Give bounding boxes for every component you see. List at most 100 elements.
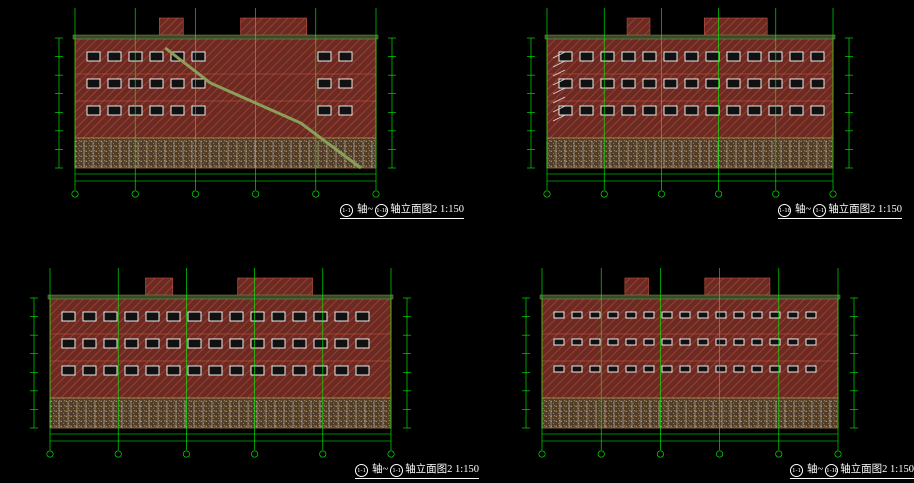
- window: [810, 105, 825, 116]
- window: [769, 311, 781, 319]
- window: [697, 338, 709, 346]
- title-joiner: 轴~: [807, 464, 824, 475]
- window: [579, 105, 594, 116]
- window: [82, 311, 97, 322]
- window: [229, 338, 244, 349]
- window: [733, 365, 745, 373]
- axis-bubble: [600, 190, 608, 198]
- window: [107, 78, 122, 89]
- title-underline: [790, 478, 914, 479]
- axis-bubble: [597, 450, 605, 458]
- axis-bubble: [251, 450, 259, 458]
- window: [61, 365, 76, 376]
- window: [166, 338, 181, 349]
- window: [769, 338, 781, 346]
- axis-bubble: [114, 450, 122, 458]
- window: [751, 338, 763, 346]
- window: [145, 365, 160, 376]
- window: [250, 365, 265, 376]
- window: [643, 338, 655, 346]
- window: [107, 51, 122, 62]
- window: [338, 51, 353, 62]
- window: [684, 105, 699, 116]
- title-text: 轴立面图2 1:150: [405, 464, 479, 475]
- stair-tread: [552, 78, 566, 86]
- window: [338, 78, 353, 89]
- window: [643, 311, 655, 319]
- axis-bubble: [71, 190, 79, 198]
- title-joiner: 轴~: [372, 464, 389, 475]
- window: [679, 365, 691, 373]
- window: [558, 51, 573, 62]
- window: [317, 51, 332, 62]
- window: [187, 338, 202, 349]
- axis-bubble: [775, 450, 783, 458]
- axis-bubble: [372, 190, 380, 198]
- window: [697, 365, 709, 373]
- window: [661, 311, 673, 319]
- axis-bubble: [543, 190, 551, 198]
- window: [810, 51, 825, 62]
- window: [250, 311, 265, 322]
- axis-tag-to: 1-18: [375, 204, 389, 217]
- elevation-drawing-1: [55, 8, 396, 198]
- axis-tag-to: 1-1: [813, 204, 827, 217]
- stair-tread: [552, 69, 566, 77]
- window: [82, 365, 97, 376]
- axis-tag-from: 1-1: [340, 204, 353, 217]
- window: [663, 51, 678, 62]
- window: [334, 338, 349, 349]
- window: [82, 338, 97, 349]
- window: [747, 78, 762, 89]
- window: [191, 78, 206, 89]
- window: [747, 51, 762, 62]
- axis-tag-to: 1-1: [390, 464, 404, 477]
- window: [355, 365, 370, 376]
- window: [208, 365, 223, 376]
- window: [338, 105, 353, 116]
- axis-bubble: [46, 450, 54, 458]
- axis-bubble: [182, 450, 190, 458]
- window: [149, 51, 164, 62]
- window: [787, 338, 799, 346]
- axis-bubble: [716, 450, 724, 458]
- window: [715, 338, 727, 346]
- window: [145, 311, 160, 322]
- window: [103, 365, 118, 376]
- roof-edge: [47, 294, 394, 300]
- window: [600, 78, 615, 89]
- window: [571, 338, 583, 346]
- axis-bubble: [538, 450, 546, 458]
- window: [607, 338, 619, 346]
- window: [313, 338, 328, 349]
- window: [191, 51, 206, 62]
- window: [271, 311, 286, 322]
- window: [789, 78, 804, 89]
- window: [187, 365, 202, 376]
- window: [124, 338, 139, 349]
- elevation-drawing-4: [522, 268, 858, 458]
- window: [705, 78, 720, 89]
- window: [313, 365, 328, 376]
- axis-bubble: [829, 190, 837, 198]
- window: [250, 338, 265, 349]
- window: [553, 338, 565, 346]
- axis-bubble: [657, 190, 665, 198]
- roof-edge: [539, 294, 841, 300]
- window: [334, 311, 349, 322]
- window: [715, 365, 727, 373]
- window: [607, 365, 619, 373]
- window: [661, 365, 673, 373]
- roof-edge: [72, 34, 379, 40]
- window: [208, 311, 223, 322]
- stone-base: [546, 137, 834, 169]
- axis-bubble: [772, 190, 780, 198]
- window: [661, 338, 673, 346]
- title-joiner: 轴~: [357, 204, 374, 215]
- window: [571, 365, 583, 373]
- window: [705, 105, 720, 116]
- window: [789, 105, 804, 116]
